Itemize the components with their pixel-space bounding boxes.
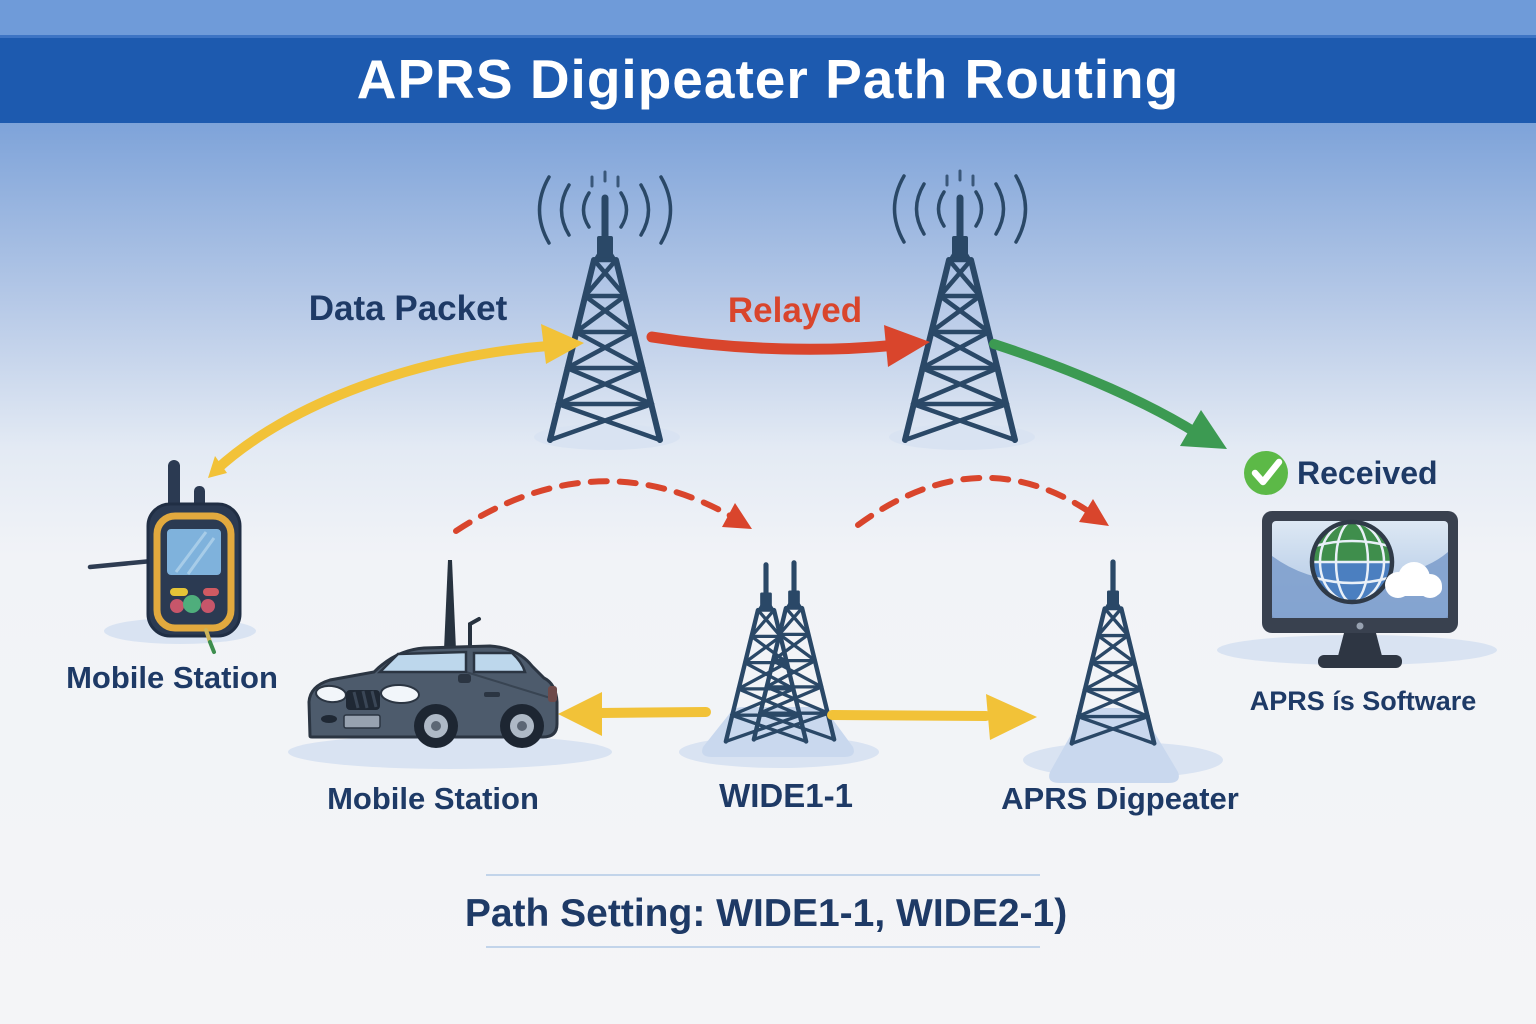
uplink-arrow — [208, 324, 584, 478]
digipeat-hop-arrow-1 — [453, 478, 752, 534]
digipeat-hop-arrow-2 — [855, 474, 1109, 528]
label-mobile-station-handheld: Mobile Station — [66, 660, 278, 695]
relay-arrow — [646, 325, 930, 367]
label-relayed: Relayed — [727, 291, 863, 330]
local-arrow-right — [827, 694, 1037, 740]
car-icon — [307, 560, 559, 748]
label-received: Received — [1297, 455, 1438, 491]
computer-monitor-icon — [1262, 511, 1458, 668]
path-setting-divider-bottom — [486, 946, 1040, 948]
label-path-setting: Path Setting: WIDE1-1, WIDE2-1) — [464, 892, 1068, 935]
page-title: APRS Digipeater Path Routing — [356, 48, 1180, 110]
cloud-icon — [1385, 562, 1442, 598]
check-circle-icon — [1244, 451, 1288, 495]
path-setting-divider-top — [486, 874, 1040, 876]
label-aprs-digipeater: APRS Digpeater — [1001, 781, 1239, 816]
downlink-arrow — [989, 339, 1227, 449]
label-wide1-1: WIDE1-1 — [719, 777, 853, 814]
label-data-packet: Data Packet — [308, 289, 508, 328]
label-aprs-software: APRS ís Software — [1249, 686, 1477, 716]
header-band — [0, 35, 1536, 123]
globe-icon — [1309, 519, 1395, 605]
label-mobile-station-car: Mobile Station — [327, 781, 539, 816]
local-arrow-left — [558, 692, 711, 736]
handheld-radio-icon — [87, 460, 242, 654]
